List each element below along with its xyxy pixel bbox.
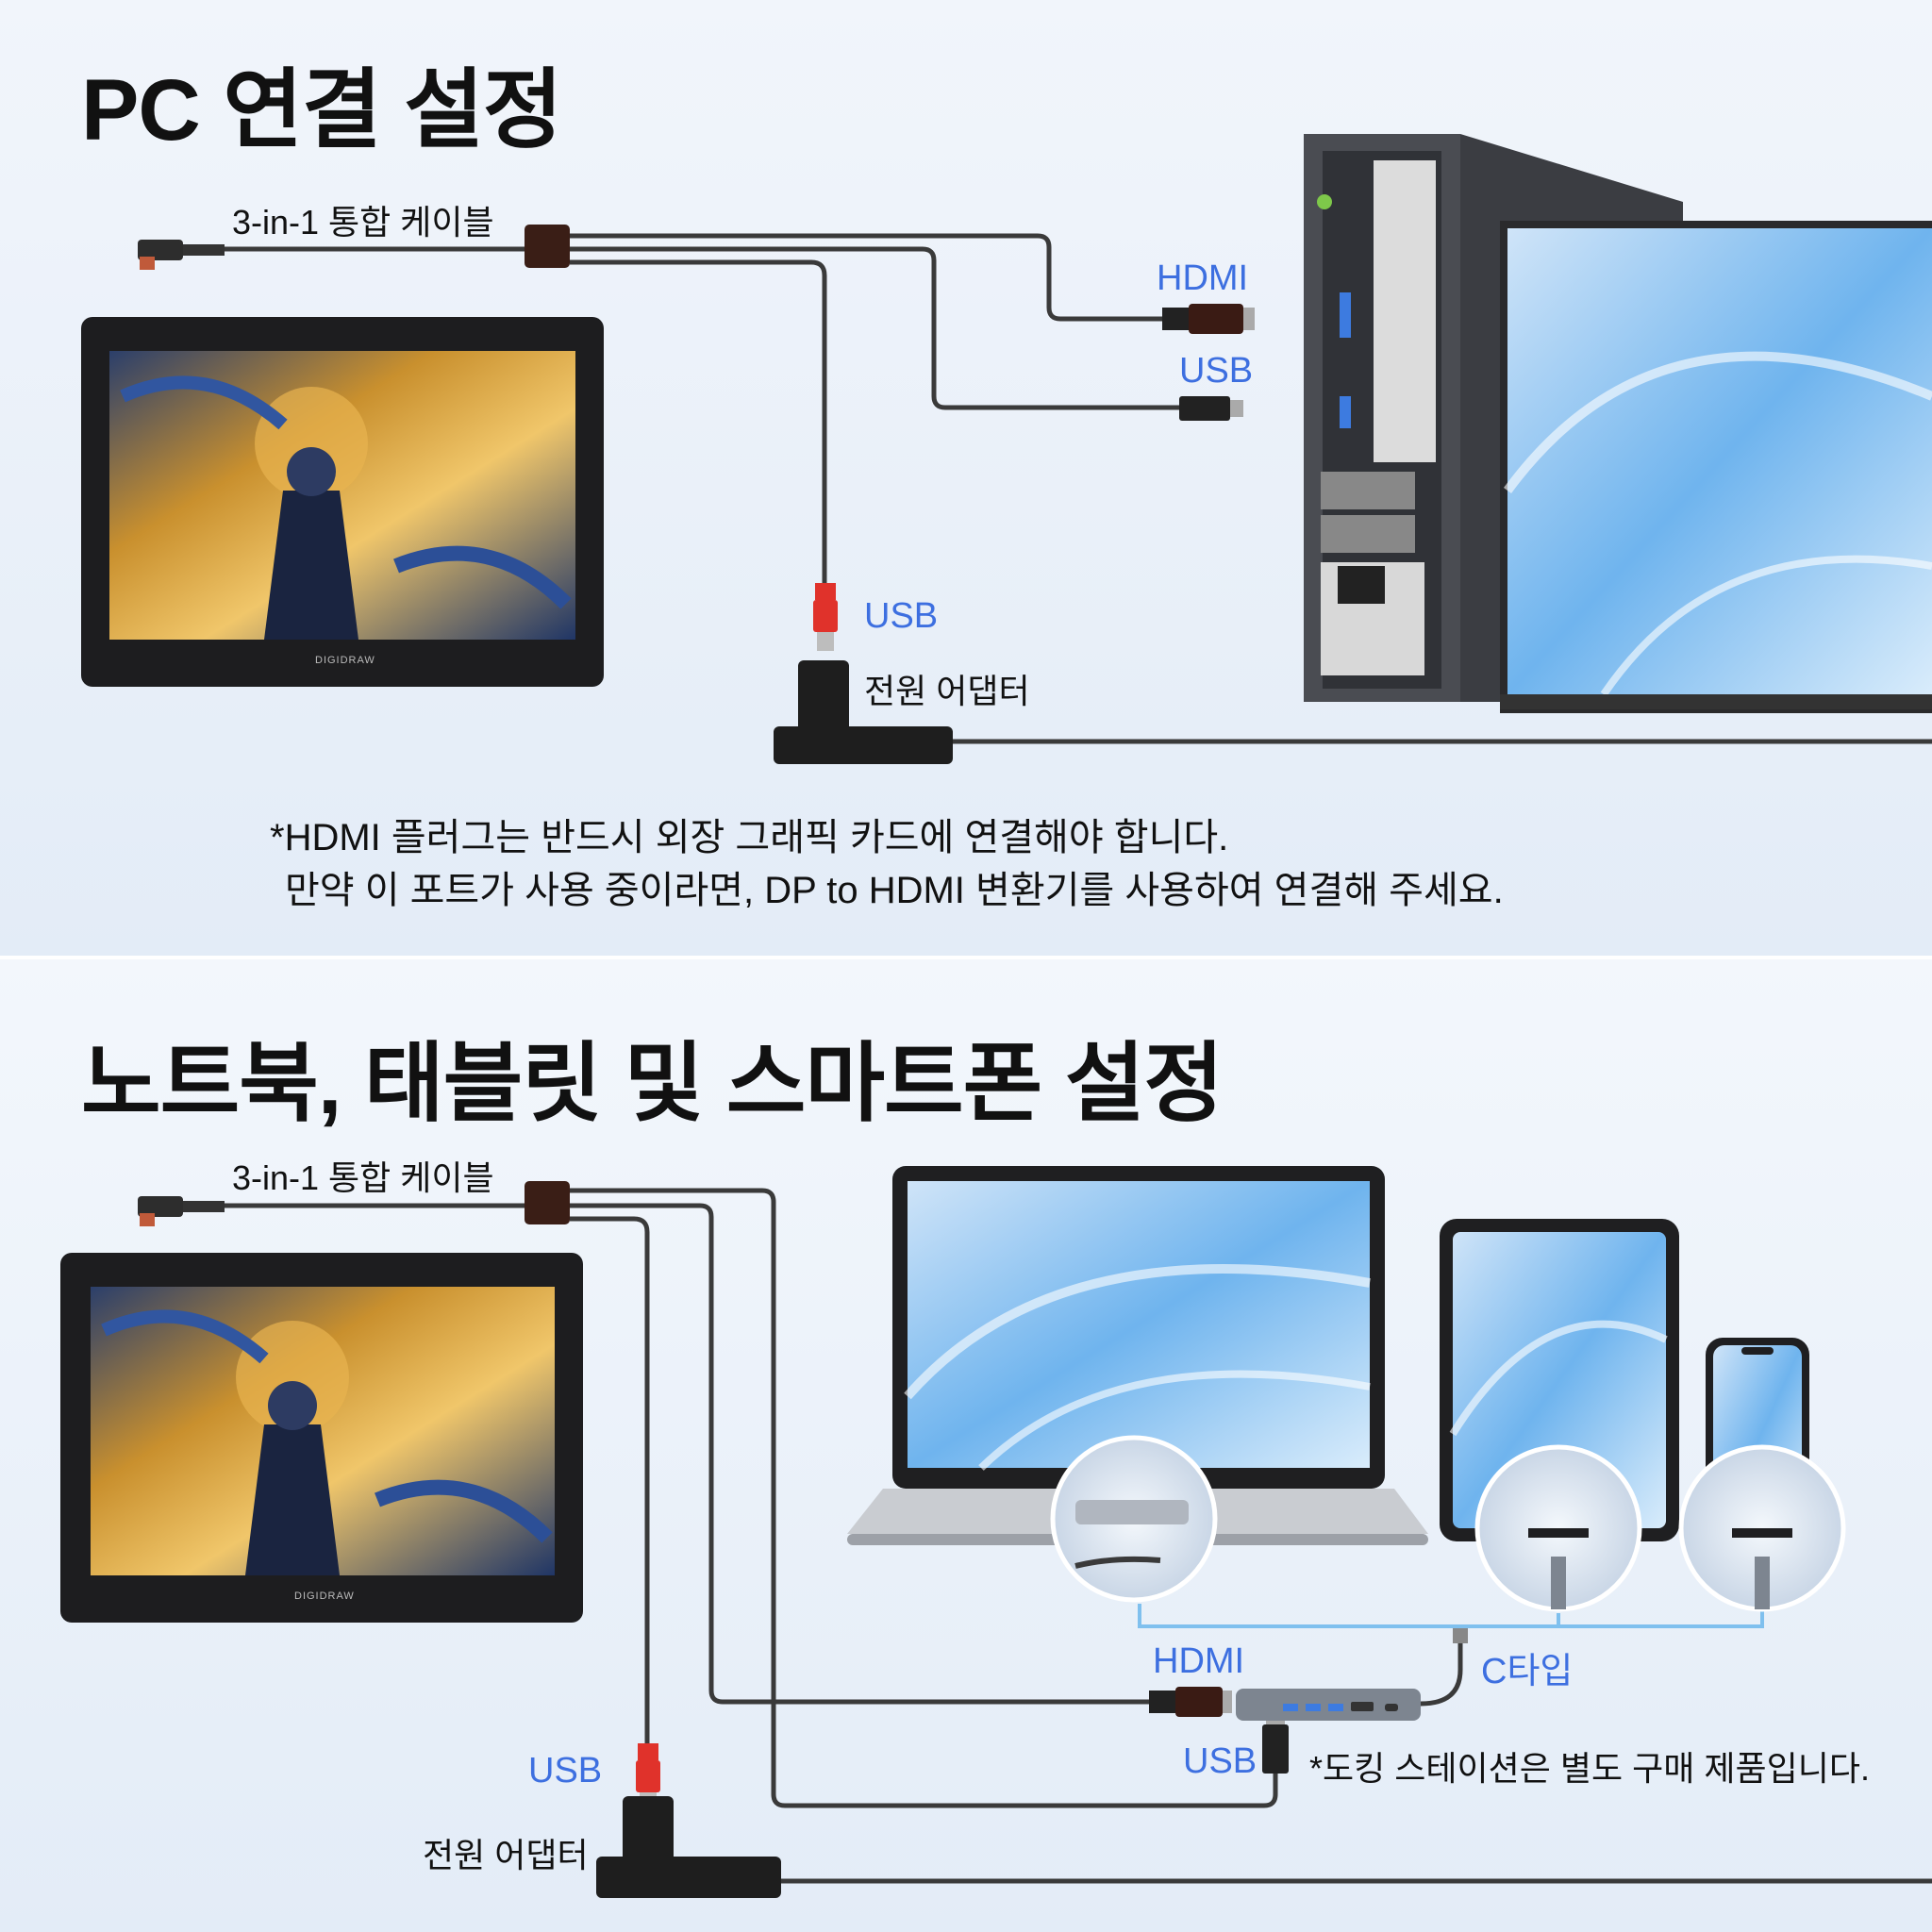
- pen-display-top: [81, 317, 604, 687]
- typec-label: C타입: [1481, 1652, 1574, 1691]
- tablet-brand-top: DIGIDRAW: [315, 655, 375, 666]
- cable-head-bottom: [138, 1196, 225, 1226]
- pen-display-bottom: [60, 1253, 583, 1623]
- laptop: [847, 1166, 1428, 1545]
- laptop-port-zoom: [1050, 1435, 1218, 1603]
- pc-note-line1: *HDMI 플러그는 반드시 외장 그래픽 카드에 연결해야 합니다.: [270, 817, 1229, 858]
- hdmi-plug-top: [1162, 304, 1255, 334]
- usb-plug-pc: [1179, 396, 1243, 421]
- dock-note: *도킹 스테이션은 별도 구매 제품입니다.: [1309, 1749, 1870, 1788]
- hdmi-label-bottom: HDMI: [1153, 1641, 1245, 1681]
- cable-label-top: 3-in-1 통합 케이블: [232, 203, 494, 242]
- usb-label-power-top: USB: [864, 596, 939, 636]
- power-adapter-top: [774, 660, 953, 764]
- pc-section-title: PC 연결 설정: [81, 62, 562, 158]
- pc-note-line2: 만약 이 포트가 사용 중이라면, DP to HDMI 변환기를 사용하여 연…: [285, 870, 1504, 911]
- adapter-label-top: 전원 어댑터: [864, 672, 1030, 710]
- pc-monitor: [1500, 221, 1932, 713]
- adapter-label-bottom: 전원 어댑터: [423, 1836, 589, 1874]
- cable-label-bottom: 3-in-1 통합 케이블: [232, 1158, 494, 1197]
- usb-label-power-bottom: USB: [528, 1751, 603, 1790]
- power-adapter-bottom: [596, 1796, 781, 1898]
- usb-label-pc: USB: [1179, 351, 1254, 391]
- hdmi-label-top: HDMI: [1157, 258, 1249, 298]
- tablet-port-zoom: [1474, 1444, 1642, 1612]
- mobile-section-title: 노트북, 태블릿 및 스마트폰 설정: [81, 1036, 1224, 1132]
- usb-plug-power-top: [813, 583, 838, 651]
- section-divider: [0, 956, 1932, 959]
- hdmi-plug-bottom: [1149, 1687, 1232, 1717]
- tablet: [1440, 1219, 1679, 1541]
- usb-label-dock: USB: [1183, 1741, 1257, 1781]
- phone-port-zoom: [1678, 1444, 1846, 1612]
- cable-head-top: [138, 240, 225, 270]
- cable-splitter-top: [525, 225, 570, 268]
- docking-station: [1236, 1626, 1468, 1721]
- cable-splitter-bottom: [525, 1181, 570, 1224]
- tablet-brand-bottom: DIGIDRAW: [294, 1591, 355, 1602]
